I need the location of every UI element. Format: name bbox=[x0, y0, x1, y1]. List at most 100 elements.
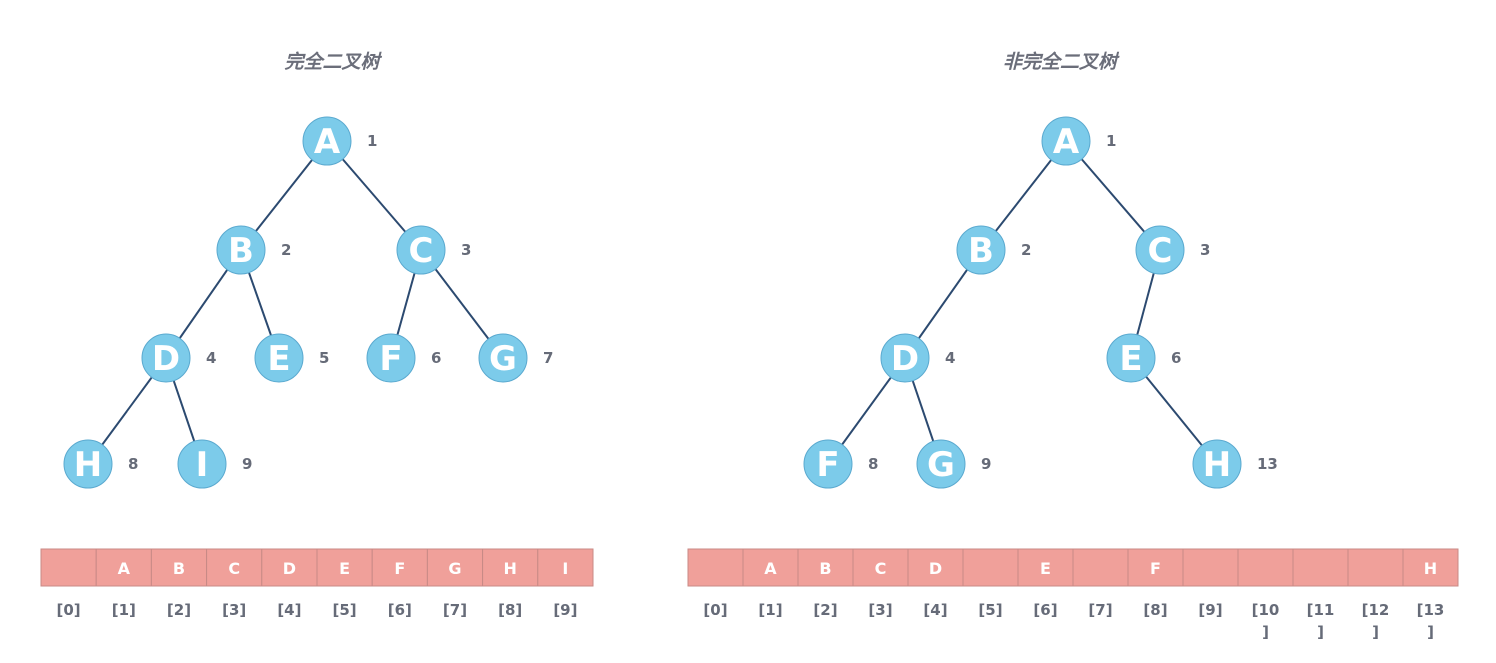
node-circle bbox=[63, 439, 113, 489]
node-label: A bbox=[314, 122, 341, 162]
node-index-label: 1 bbox=[1106, 132, 1116, 150]
complete-array-cell-0: [0] bbox=[40, 548, 97, 619]
array-cell bbox=[1292, 548, 1349, 587]
incomplete-array-cell-3: C [3] bbox=[852, 548, 909, 619]
array-cell bbox=[316, 548, 373, 587]
node-circle bbox=[803, 439, 853, 489]
array-index-label: [3] bbox=[868, 601, 892, 619]
node-circle bbox=[396, 225, 446, 275]
node-label: E bbox=[1119, 339, 1142, 379]
node-circle bbox=[1041, 116, 1091, 166]
array-cell-value: H bbox=[504, 559, 517, 578]
node-index-label: 13 bbox=[1257, 455, 1278, 473]
complete-array-cell-6: F[6] bbox=[371, 548, 428, 619]
node-label: A bbox=[1053, 122, 1080, 162]
node-index-label: 2 bbox=[1021, 241, 1031, 259]
array-cell bbox=[482, 548, 539, 587]
incomplete-tree-node-h: H 13 bbox=[1192, 439, 1278, 489]
incomplete-tree-title: 非完全二叉树 bbox=[1003, 51, 1120, 73]
incomplete-tree-edges bbox=[827, 140, 1218, 465]
array-cell-value: E bbox=[339, 559, 350, 578]
array-index-label: [13] bbox=[1417, 601, 1445, 641]
node-label: D bbox=[891, 339, 919, 379]
complete-tree-edges bbox=[87, 140, 504, 465]
array-cell bbox=[687, 548, 744, 587]
incomplete-array-cell-9: [9] bbox=[1182, 548, 1239, 619]
array-index-label: [5] bbox=[333, 601, 357, 619]
array-index-label: [3] bbox=[222, 601, 246, 619]
array-cell-value: I bbox=[562, 559, 568, 578]
node-label: G bbox=[489, 339, 517, 379]
array-cell bbox=[1127, 548, 1184, 587]
node-index-label: 3 bbox=[1200, 241, 1210, 259]
incomplete-array-cell-1: A [1] bbox=[742, 548, 799, 619]
array-cell bbox=[1347, 548, 1404, 587]
node-label: B bbox=[968, 231, 994, 271]
array-cell bbox=[1017, 548, 1074, 587]
array-index-label: [6] bbox=[1033, 601, 1057, 619]
array-cell bbox=[95, 548, 152, 587]
array-cell bbox=[206, 548, 263, 587]
array-cell bbox=[907, 548, 964, 587]
array-index-label: [8] bbox=[1143, 601, 1167, 619]
array-cell bbox=[1402, 548, 1459, 587]
array-cell bbox=[797, 548, 854, 587]
node-index-label: 6 bbox=[1171, 349, 1181, 367]
array-index-label: [12] bbox=[1362, 601, 1390, 641]
incomplete-array-cell-8: F[8] bbox=[1127, 548, 1184, 619]
node-index-label: 4 bbox=[206, 349, 216, 367]
array-cell bbox=[537, 548, 594, 587]
node-circle bbox=[177, 439, 227, 489]
node-circle bbox=[366, 333, 416, 383]
array-cell-value: D bbox=[929, 559, 942, 578]
array-index-label: [1] bbox=[758, 601, 782, 619]
incomplete-array-cell-5: [5] bbox=[962, 548, 1019, 619]
array-cell bbox=[150, 548, 208, 587]
node-circle bbox=[916, 439, 966, 489]
node-circle bbox=[302, 116, 352, 166]
array-cell bbox=[1182, 548, 1239, 587]
node-label: H bbox=[1203, 445, 1231, 485]
node-label: D bbox=[152, 339, 180, 379]
incomplete-array-cell-12: [12] bbox=[1347, 548, 1404, 641]
array-cell-value: A bbox=[764, 559, 777, 578]
array-index-label: [7] bbox=[443, 601, 467, 619]
node-label: B bbox=[228, 231, 254, 271]
array-index-label: [6] bbox=[388, 601, 412, 619]
node-circle bbox=[1135, 225, 1185, 275]
array-index-label: [9] bbox=[1198, 601, 1222, 619]
array-cell-value: B bbox=[173, 559, 185, 578]
node-index-label: 9 bbox=[981, 455, 991, 473]
node-circle bbox=[880, 333, 930, 383]
node-circle bbox=[216, 225, 266, 275]
array-cell-value: C bbox=[875, 559, 887, 578]
array-index-label: [2] bbox=[167, 601, 191, 619]
node-label: E bbox=[267, 339, 290, 379]
node-index-label: 3 bbox=[461, 241, 471, 259]
array-index-label: [0] bbox=[703, 601, 727, 619]
array-index-label: [10] bbox=[1252, 601, 1280, 641]
incomplete-array-cell-13: H[13] bbox=[1402, 548, 1459, 641]
complete-array-cell-8: H [8] bbox=[482, 548, 539, 619]
incomplete-array-cell-10: [10] bbox=[1237, 548, 1294, 641]
node-label: F bbox=[816, 445, 839, 485]
array-cell bbox=[852, 548, 909, 587]
array-index-label: [8] bbox=[498, 601, 522, 619]
array-cell bbox=[371, 548, 428, 587]
node-label: C bbox=[1148, 231, 1173, 271]
array-index-label: [4] bbox=[277, 601, 301, 619]
array-index-label: [5] bbox=[978, 601, 1002, 619]
complete-array-cell-1: A[1] bbox=[95, 548, 152, 619]
array-index-label: [2] bbox=[813, 601, 837, 619]
array-cell bbox=[1237, 548, 1294, 587]
node-circle bbox=[1106, 333, 1156, 383]
